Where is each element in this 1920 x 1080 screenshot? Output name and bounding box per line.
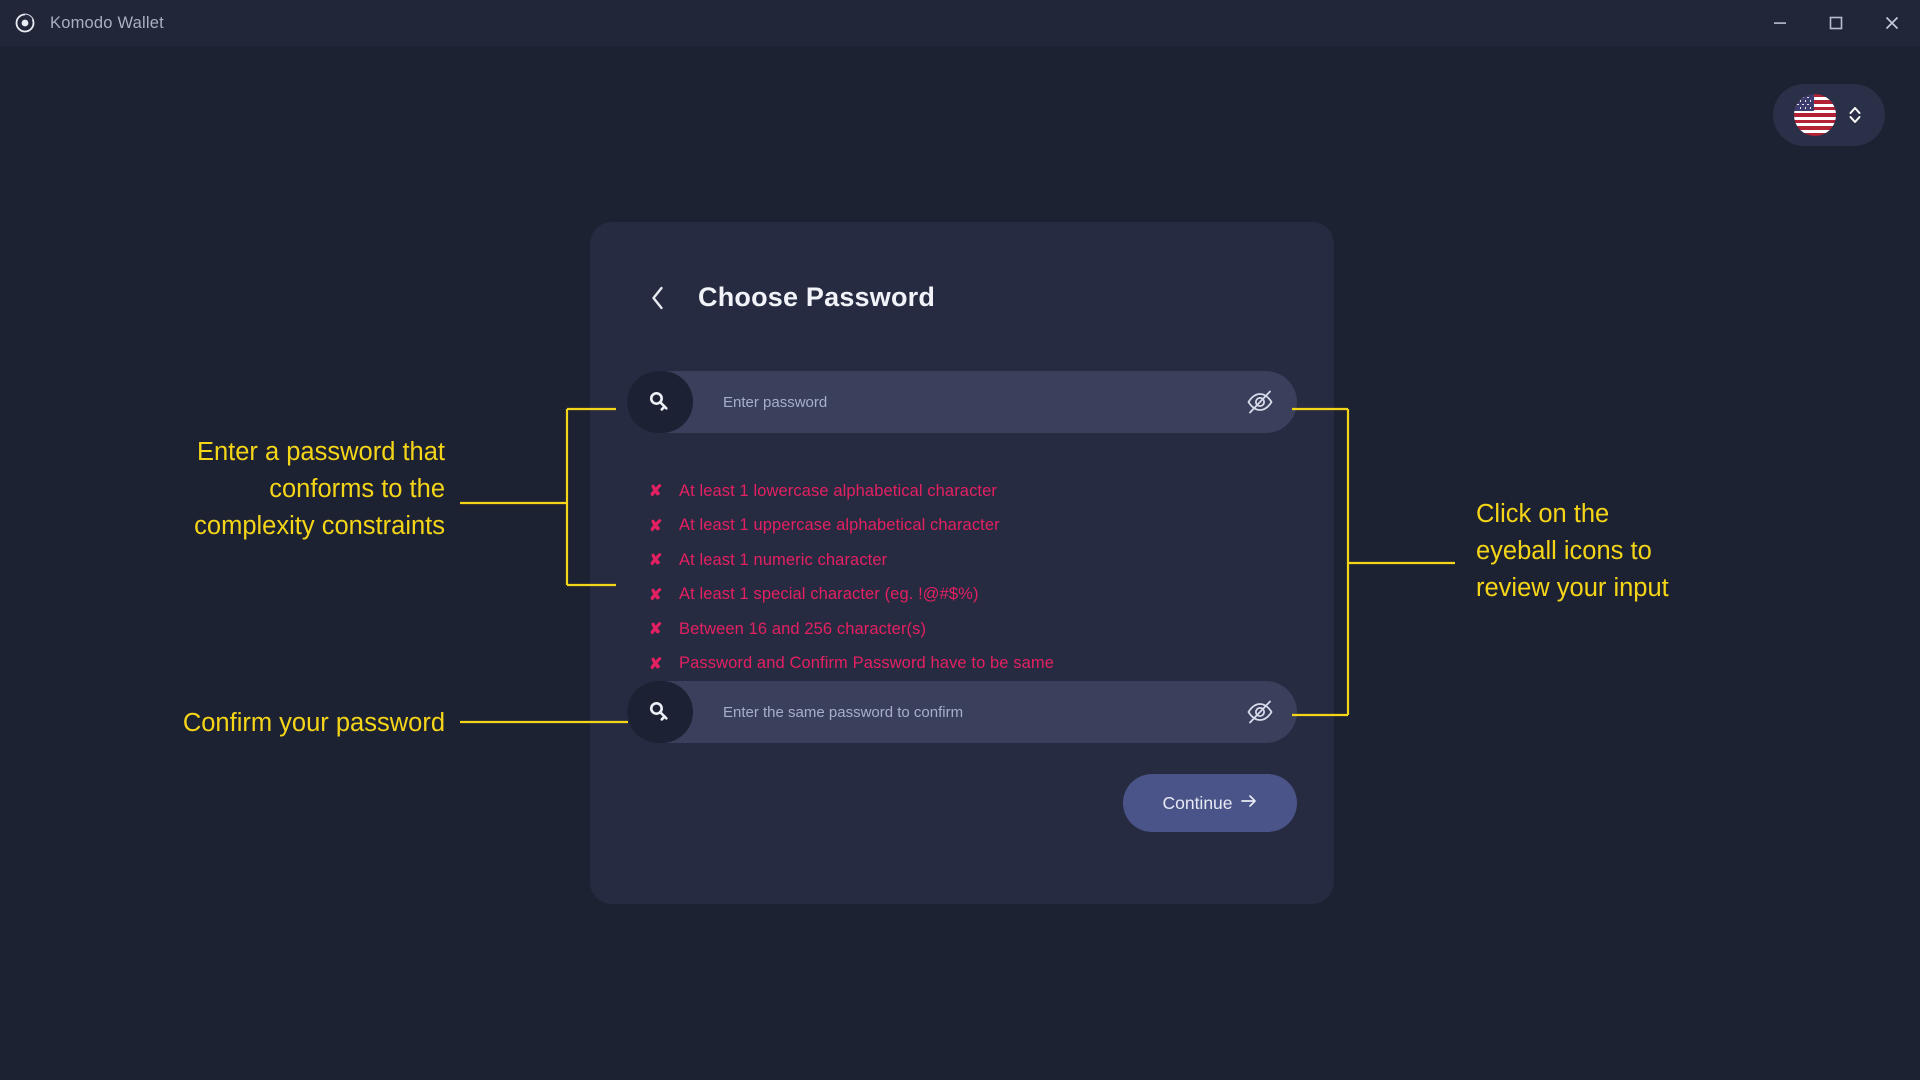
window-controls bbox=[1752, 0, 1920, 46]
rule-item: ✘ At least 1 special character (eg. !@#$… bbox=[649, 578, 1269, 613]
rule-item: ✘ Password and Confirm Password have to … bbox=[649, 647, 1269, 682]
arrow-right-icon bbox=[1240, 793, 1258, 814]
page-title: Choose Password bbox=[698, 282, 936, 312]
rule-fail-icon: ✘ bbox=[649, 655, 663, 673]
rule-label: At least 1 numeric character bbox=[679, 550, 888, 569]
confirm-password-field[interactable]: Enter the same password to confirm bbox=[627, 681, 1297, 743]
chevron-up-down-icon[interactable] bbox=[1846, 104, 1864, 126]
chevron-left-icon[interactable] bbox=[646, 283, 670, 313]
title-bar: Komodo Wallet bbox=[0, 0, 1920, 46]
annotation-password-complexity: Enter a password that conforms to the co… bbox=[194, 438, 445, 540]
us-flag-icon bbox=[1794, 94, 1836, 136]
card-header: Choose Password bbox=[646, 282, 935, 313]
key-icon bbox=[627, 681, 693, 743]
rule-label: At least 1 lowercase alphabetical charac… bbox=[679, 481, 997, 500]
continue-button[interactable]: Continue bbox=[1123, 774, 1297, 832]
rule-fail-icon: ✘ bbox=[649, 483, 663, 501]
rule-label: Password and Confirm Password have to be… bbox=[679, 654, 1055, 673]
maximize-button[interactable] bbox=[1808, 0, 1864, 46]
rule-fail-icon: ✘ bbox=[649, 586, 663, 604]
komodo-logo-icon bbox=[14, 12, 36, 34]
rule-item: ✘ At least 1 lowercase alphabetical char… bbox=[649, 474, 1269, 509]
password-field[interactable]: Enter password bbox=[627, 371, 1297, 433]
close-button[interactable] bbox=[1864, 0, 1920, 46]
annotation-confirm-password: Confirm your password bbox=[182, 709, 445, 737]
key-icon bbox=[627, 371, 693, 433]
app-title: Komodo Wallet bbox=[50, 13, 164, 32]
rule-label: At least 1 uppercase alphabetical charac… bbox=[679, 516, 1000, 535]
rule-item: ✘ Between 16 and 256 character(s) bbox=[649, 612, 1269, 647]
eye-off-icon[interactable] bbox=[1229, 681, 1291, 743]
confirm-password-input-placeholder[interactable]: Enter the same password to confirm bbox=[723, 703, 964, 721]
rule-fail-icon: ✘ bbox=[649, 621, 663, 639]
password-rules-list: ✘ At least 1 lowercase alphabetical char… bbox=[649, 474, 1269, 681]
continue-label: Continue bbox=[1162, 792, 1233, 813]
rule-fail-icon: ✘ bbox=[649, 517, 663, 535]
rule-label: At least 1 special character (eg. !@#$%) bbox=[679, 585, 979, 604]
minimize-button[interactable] bbox=[1752, 0, 1808, 46]
annotation-eyeball-icons: Click on the eyeball icons to review you… bbox=[1476, 500, 1669, 602]
rule-item: ✘ At least 1 uppercase alphabetical char… bbox=[649, 509, 1269, 544]
choose-password-card: Choose Password Enter password bbox=[590, 222, 1334, 904]
rule-fail-icon: ✘ bbox=[649, 552, 663, 570]
rule-label: Between 16 and 256 character(s) bbox=[679, 619, 927, 638]
eye-off-icon[interactable] bbox=[1229, 371, 1291, 433]
password-input-placeholder[interactable]: Enter password bbox=[723, 393, 828, 411]
rule-item: ✘ At least 1 numeric character bbox=[649, 543, 1269, 578]
language-selector[interactable] bbox=[1773, 84, 1885, 146]
